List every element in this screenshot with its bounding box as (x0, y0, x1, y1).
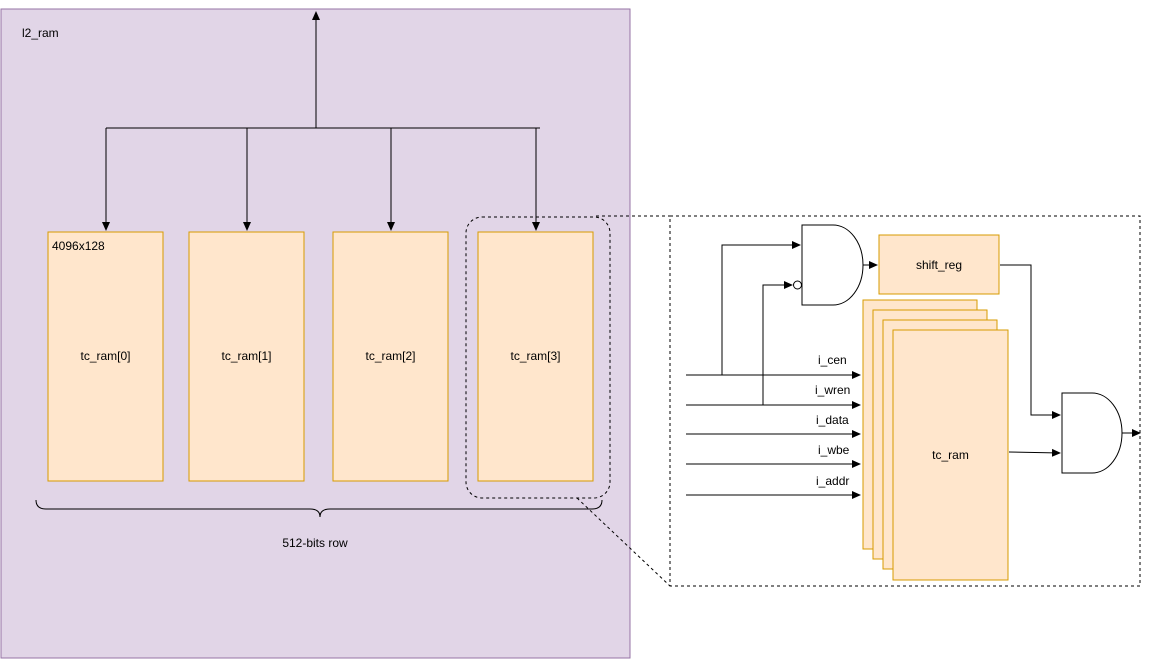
block-size-label: 4096x128 (52, 239, 105, 253)
and-gate-1 (801, 224, 864, 306)
tc-ram-0-block (47, 231, 164, 482)
tc-ram-3-label: tc_ram[3] (510, 349, 560, 363)
i-wbe-label: i_wbe (818, 443, 850, 457)
i-addr-label: i_addr (816, 474, 849, 488)
detail-wires (686, 241, 1141, 499)
zoom-lines (576, 215, 671, 587)
inverter-bubble (793, 280, 802, 290)
top-bus (102, 11, 540, 231)
tc-ram-1-label: tc_ram[1] (221, 349, 271, 363)
row-brace (35, 499, 603, 518)
i-cen-label: i_cen (818, 353, 847, 367)
tc-ram-3-block (477, 231, 594, 482)
tc-ram-2-block (332, 231, 449, 482)
i-wren-label: i_wren (815, 383, 850, 397)
container-title: l2_ram (22, 26, 59, 40)
tc-ram-stack (862, 299, 1009, 581)
row-label: 512-bits row (282, 536, 348, 550)
tc-ram-label: tc_ram (932, 448, 969, 462)
tc-ram-0-label: tc_ram[0] (80, 349, 130, 363)
tc-ram-1-block (188, 231, 305, 482)
highlight-dashed-frame (465, 216, 611, 499)
shift-reg-label: shift_reg (916, 258, 962, 272)
i-data-label: i_data (816, 413, 849, 427)
and-gate-2 (1061, 392, 1123, 474)
tc-ram-2-label: tc_ram[2] (365, 349, 415, 363)
shift-reg-block (878, 234, 1000, 295)
